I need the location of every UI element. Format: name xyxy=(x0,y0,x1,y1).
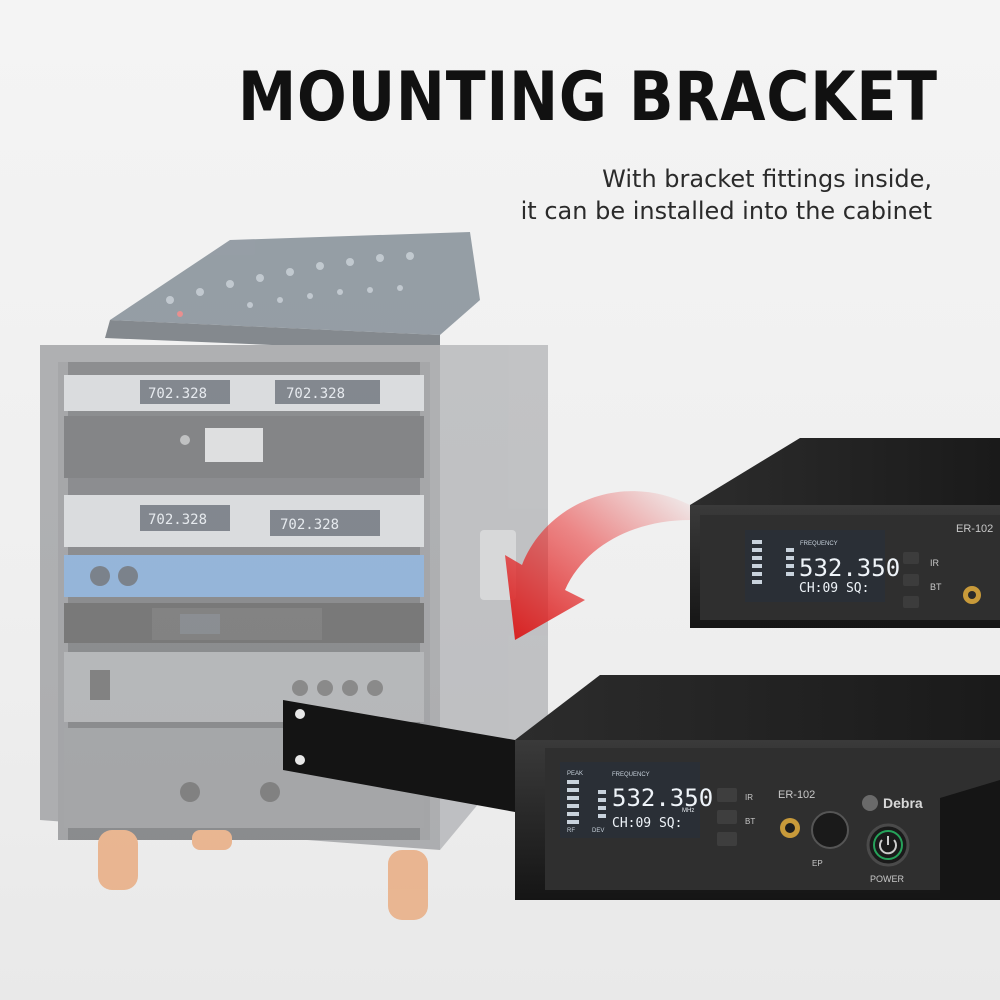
rack-display-4: 702.328 xyxy=(280,517,339,533)
top-bt-label: BT xyxy=(930,582,942,592)
ep-label: EP xyxy=(812,859,823,868)
top-model-label: ER-102 xyxy=(956,523,993,535)
top-freq-label: FREQUENCY xyxy=(800,541,838,547)
power-icon xyxy=(879,839,897,855)
frequency-readout: 532.350 xyxy=(612,784,713,812)
freq-label: FREQUENCY xyxy=(612,772,650,778)
peak-label: PEAK xyxy=(567,771,583,777)
dev-label: DEV xyxy=(592,828,604,834)
rack-display-2: 702.328 xyxy=(286,386,345,402)
brand-label: Debra xyxy=(883,795,923,811)
receiver-unit-top: FREQUENCY 532.350 CH:09 SQ: IR BT ER-102 xyxy=(690,438,1000,628)
red-arrow-icon xyxy=(505,491,690,640)
ir-label: IR xyxy=(745,793,753,802)
description-line-1: With bracket fittings inside, xyxy=(602,165,932,193)
volume-knob[interactable] xyxy=(811,811,849,849)
model-label: ER-102 xyxy=(778,789,815,801)
mixer-console xyxy=(105,232,480,352)
rack-display-3: 702.328 xyxy=(148,512,207,528)
brand-logo-icon xyxy=(862,795,878,811)
unit-label: MHz xyxy=(682,808,694,814)
down-button[interactable] xyxy=(717,832,737,846)
receiver-unit-bracket: PEAK RF DEV FREQUENCY 532.350 MHz CH:09 … xyxy=(283,675,1000,900)
page-title: MOUNTING BRACKET xyxy=(238,58,938,137)
rack-display-1: 702.328 xyxy=(148,386,207,402)
description-line-2: it can be installed into the cabinet xyxy=(520,197,932,225)
top-ir-label: IR xyxy=(930,558,940,568)
bt-label: BT xyxy=(745,817,755,826)
power-label: POWER xyxy=(870,874,905,884)
channel-readout: CH:09 SQ: xyxy=(612,816,682,831)
rack-cabinet: 702.328 702.328 702.328 702.328 xyxy=(40,232,548,920)
up-button[interactable] xyxy=(717,788,737,802)
top-frequency-readout: 532.350 xyxy=(799,554,900,582)
top-channel-readout: CH:09 SQ: xyxy=(799,581,869,596)
rf-label: RF xyxy=(567,828,575,834)
set-button[interactable] xyxy=(717,810,737,824)
